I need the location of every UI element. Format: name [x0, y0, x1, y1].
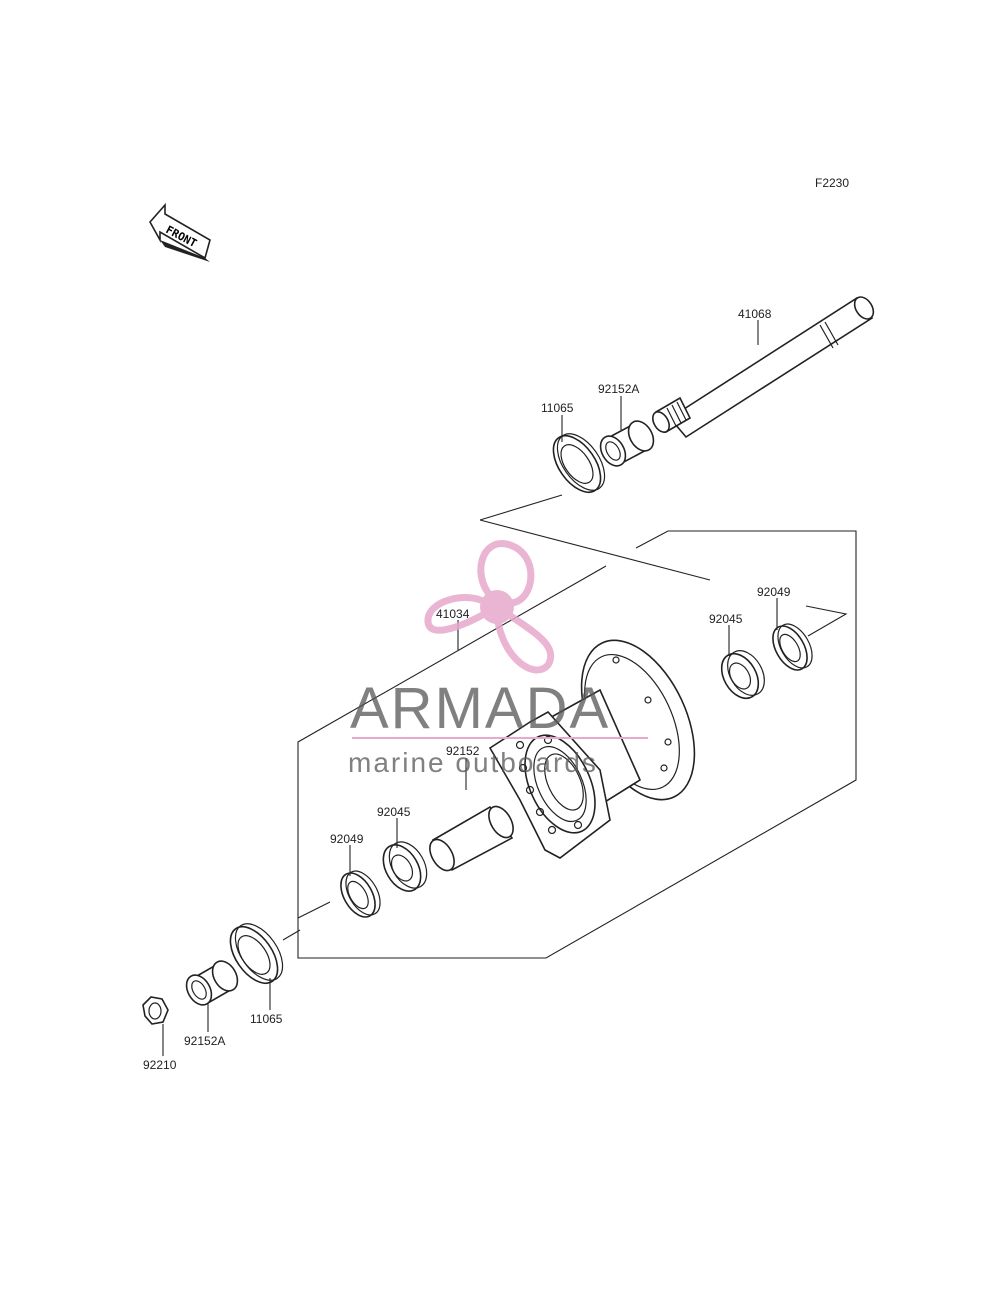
watermark-brand: ARMADA [350, 676, 610, 741]
label-axle: 41068 [738, 307, 772, 321]
assembly-frame [282, 494, 857, 959]
label-hub: 41034 [436, 607, 470, 621]
label-nut: 92210 [143, 1058, 177, 1072]
seal-upper [552, 433, 606, 493]
label-oilseal-right: 92049 [757, 585, 791, 599]
label-bearing-right: 92045 [709, 612, 743, 626]
label-spacer: 92152 [446, 744, 480, 758]
collar-lower [185, 960, 239, 1006]
label-collar-upper: 92152A [598, 382, 639, 396]
watermark-tagline: marine outboards [348, 747, 598, 778]
bearing-right [720, 650, 765, 700]
nut-92210 [142, 996, 169, 1025]
figure-code: F2230 [815, 176, 849, 190]
front-arrow-icon: FRONT [149, 202, 211, 262]
seal-lower [229, 923, 284, 984]
label-seal-upper: 11065 [541, 401, 574, 415]
label-seal-lower: 11065 [250, 1012, 283, 1026]
spacer-92152 [429, 805, 514, 872]
oilseal-left [340, 870, 381, 918]
axle-41068 [652, 296, 875, 439]
watermark-logo-icon [424, 540, 555, 674]
collar-upper [599, 420, 655, 467]
label-collar-lower: 92152A [184, 1034, 225, 1048]
label-bearing-left: 92045 [377, 805, 411, 819]
bearing-left [382, 841, 428, 892]
hub-41034 [488, 639, 696, 859]
oilseal-right [772, 623, 813, 671]
label-oilseal-left: 92049 [330, 832, 364, 846]
